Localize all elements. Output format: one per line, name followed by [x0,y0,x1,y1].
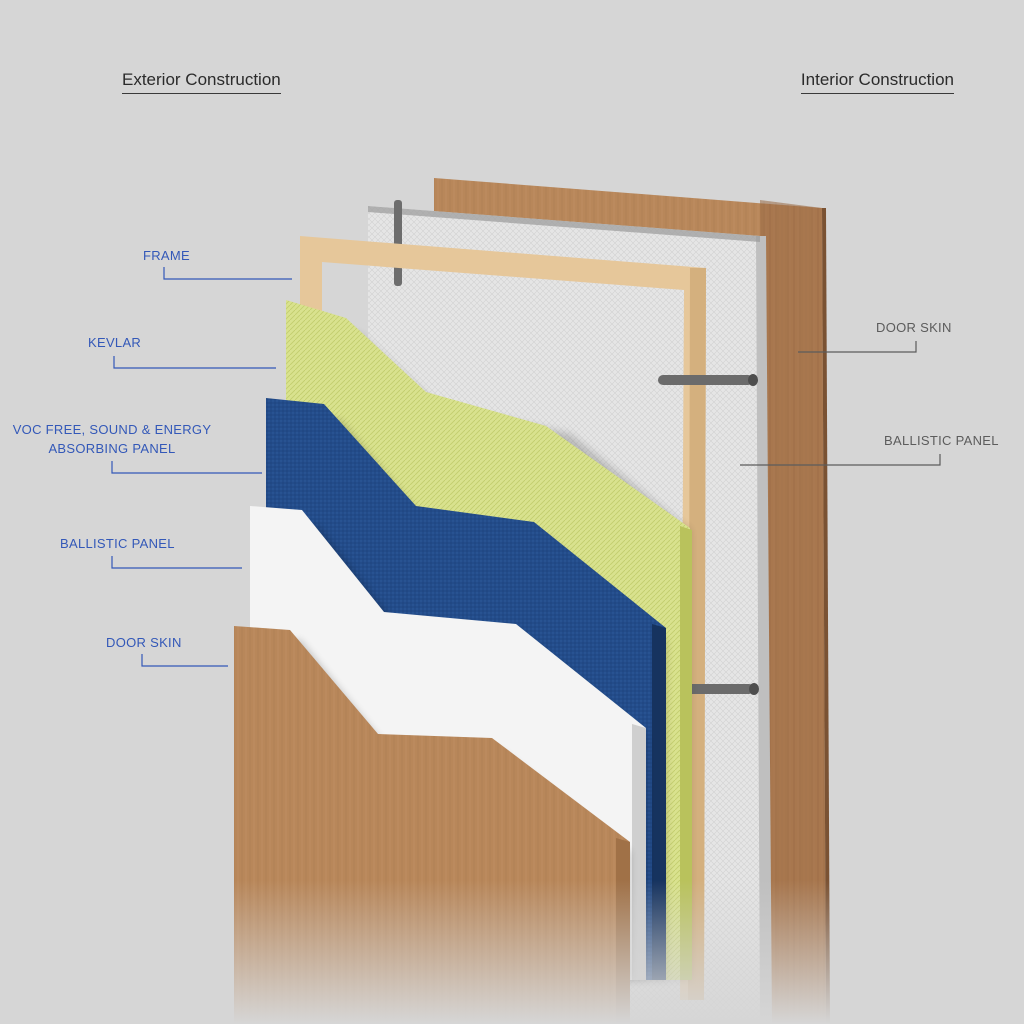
interior-door-skin-label: DOOR SKIN [876,320,952,335]
interior-ballistic-panel-label: BALLISTIC PANEL [884,433,999,448]
interior-construction-heading: Interior Construction [800,70,954,94]
interior-ballistic-leader-line [740,454,941,466]
steel-pin-lower [676,683,759,695]
frame-leader-line [163,267,292,280]
panel-leader-line [111,461,262,474]
absorbing-panel-label-line1: VOC FREE, SOUND & ENERGY [12,422,212,437]
exterior-door-skin-label: DOOR SKIN [106,635,182,650]
left-leader-lines [111,267,292,667]
ballistic-leader-line [111,556,242,569]
steel-pin-top [394,200,402,286]
frame-label: FRAME [143,248,190,263]
kevlar-label: KEVLAR [88,335,142,350]
steel-pin-middle [658,374,758,386]
exterior-ballistic-panel-label: BALLISTIC PANEL [60,536,175,551]
absorbing-panel-label-line2: ABSORBING PANEL [48,441,176,456]
absorbing-panel-label: VOC FREE, SOUND & ENERGY ABSORBING PANEL [10,420,214,458]
door-skin-leader-line [141,654,228,667]
kevlar-leader-line [113,356,276,369]
right-leader-lines [740,341,941,466]
frame-layer [300,236,706,1000]
interior-door-skin-leader-line [798,341,917,353]
exterior-construction-heading: Exterior Construction [122,70,281,94]
